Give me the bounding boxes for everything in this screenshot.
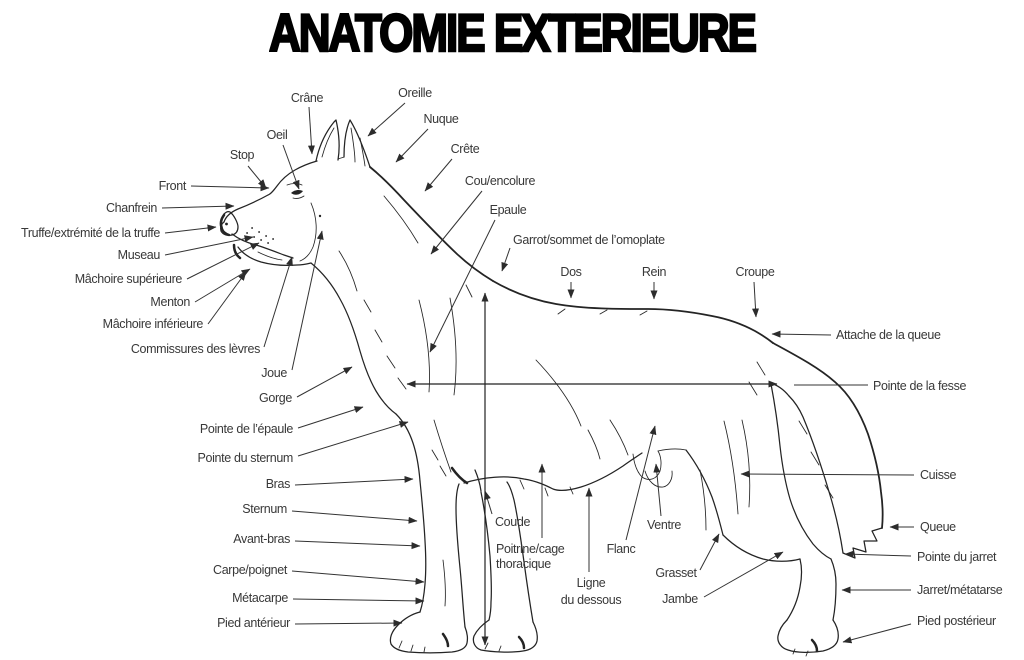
leader-machoire-sup bbox=[186, 242, 260, 280]
leader-nuque bbox=[395, 128, 429, 163]
leader-pied-anterieur bbox=[294, 619, 403, 627]
leader-avant-bras bbox=[294, 540, 421, 550]
label-joue: Joue bbox=[261, 366, 287, 380]
label-crane: Crâne bbox=[291, 91, 324, 105]
leader-ventre bbox=[653, 463, 662, 517]
dog-head bbox=[219, 119, 371, 292]
label-metacarpe: Métacarpe bbox=[232, 591, 288, 605]
leader-epaule bbox=[429, 219, 496, 353]
leader-oreille bbox=[367, 102, 406, 137]
label-ligne-dessous: Ligne bbox=[577, 576, 606, 590]
leader-cuisse bbox=[740, 470, 915, 478]
leader-pointe-epaule bbox=[297, 406, 364, 429]
dog-hindquarters bbox=[685, 342, 884, 657]
leader-crane bbox=[307, 106, 315, 155]
label-cou: Cou/encolure bbox=[465, 174, 536, 188]
label-pointe-jarret: Pointe du jarret bbox=[917, 550, 997, 564]
leader-crete bbox=[424, 158, 453, 192]
label-dos: Dos bbox=[560, 265, 581, 279]
leader-museau bbox=[164, 235, 254, 256]
label-ventre: Ventre bbox=[647, 518, 681, 532]
label-poitrine: Poitrine/cage bbox=[496, 542, 565, 556]
label-front: Front bbox=[159, 179, 187, 193]
label-jambe: Jambe bbox=[662, 592, 698, 606]
leader-chanfrein bbox=[161, 202, 235, 210]
label-machoire-sup: Mâchoire supérieure bbox=[75, 272, 183, 286]
label-gorge: Gorge bbox=[259, 391, 292, 405]
label-coude: Coude bbox=[495, 515, 530, 529]
label-pointe-sternum: Pointe du sternum bbox=[198, 451, 294, 465]
label-museau: Museau bbox=[118, 248, 161, 262]
label-rein: Rein bbox=[642, 265, 667, 279]
label-pied-anterieur: Pied antérieur bbox=[217, 616, 290, 630]
label-chanfrein: Chanfrein bbox=[106, 201, 157, 215]
label-pied-posterieur: Pied postérieur bbox=[917, 614, 996, 628]
label-flanc: Flanc bbox=[607, 542, 636, 556]
page-title-text: ANATOMIE EXTERIEURE bbox=[268, 3, 758, 64]
label-truffe: Truffe/extrémité de la truffe bbox=[21, 226, 160, 240]
label-croupe: Croupe bbox=[736, 265, 775, 279]
dog-illustration bbox=[219, 119, 884, 657]
leader-sternum bbox=[291, 510, 418, 524]
label-stop: Stop bbox=[230, 148, 255, 162]
label-nuque: Nuque bbox=[423, 112, 458, 126]
label-bras: Bras bbox=[266, 477, 290, 491]
leader-stop bbox=[247, 165, 267, 189]
leader-bras bbox=[294, 475, 414, 486]
label-attache-queue: Attache de la queue bbox=[836, 328, 941, 342]
label-oeil: Oeil bbox=[267, 128, 288, 142]
leader-joue bbox=[291, 230, 324, 371]
leader-truffe bbox=[164, 224, 217, 234]
leader-attache-queue bbox=[771, 330, 832, 338]
leader-pied-posterieur bbox=[842, 623, 912, 644]
label-cuisse: Cuisse bbox=[920, 468, 957, 482]
label-pointe-epaule: Pointe de l’épaule bbox=[200, 422, 293, 436]
leader-garrot bbox=[501, 247, 511, 272]
dog-body bbox=[310, 166, 774, 497]
label-garrot: Garrot/sommet de l’omoplate bbox=[513, 233, 665, 247]
leader-front bbox=[190, 184, 270, 192]
label-commissures: Commissures des lèvres bbox=[131, 342, 260, 356]
leader-gorge bbox=[296, 366, 353, 398]
leader-grasset bbox=[699, 533, 720, 571]
leader-flanc bbox=[625, 425, 657, 541]
label-epaule: Epaule bbox=[490, 203, 527, 217]
label-crete: Crête bbox=[451, 142, 480, 156]
leader-cou bbox=[430, 190, 483, 255]
leader-commissures bbox=[263, 256, 293, 348]
label-sternum: Sternum bbox=[242, 502, 287, 516]
label-queue: Queue bbox=[920, 520, 956, 534]
leader-pointe-jarret bbox=[844, 550, 912, 558]
label-oreille: Oreille bbox=[398, 86, 432, 100]
label-menton: Menton bbox=[150, 295, 190, 309]
leader-metacarpe bbox=[292, 597, 425, 605]
label-poitrine-line2: thoracique bbox=[496, 557, 551, 571]
leader-machoire-inf bbox=[207, 271, 247, 325]
label-jarret-metatarse: Jarret/métatarse bbox=[917, 583, 1003, 597]
label-carpe: Carpe/poignet bbox=[213, 563, 288, 577]
leader-carpe bbox=[291, 570, 425, 585]
leader-coude bbox=[484, 490, 493, 515]
label-machoire-inf: Mâchoire inférieure bbox=[103, 317, 204, 331]
label-avant-bras: Avant-bras bbox=[233, 532, 290, 546]
leader-jambe bbox=[703, 551, 784, 598]
leader-croupe bbox=[752, 281, 760, 318]
page-title: ANATOMIE EXTERIEURE bbox=[0, 3, 1024, 64]
label-ligne-dessous-line2: du dessous bbox=[561, 593, 622, 607]
leader-pointe-sternum bbox=[297, 421, 409, 457]
label-grasset: Grasset bbox=[655, 566, 697, 580]
leader-oeil bbox=[282, 144, 300, 190]
leader-menton bbox=[194, 268, 251, 303]
label-pointe-fesse: Pointe de la fesse bbox=[873, 379, 966, 393]
